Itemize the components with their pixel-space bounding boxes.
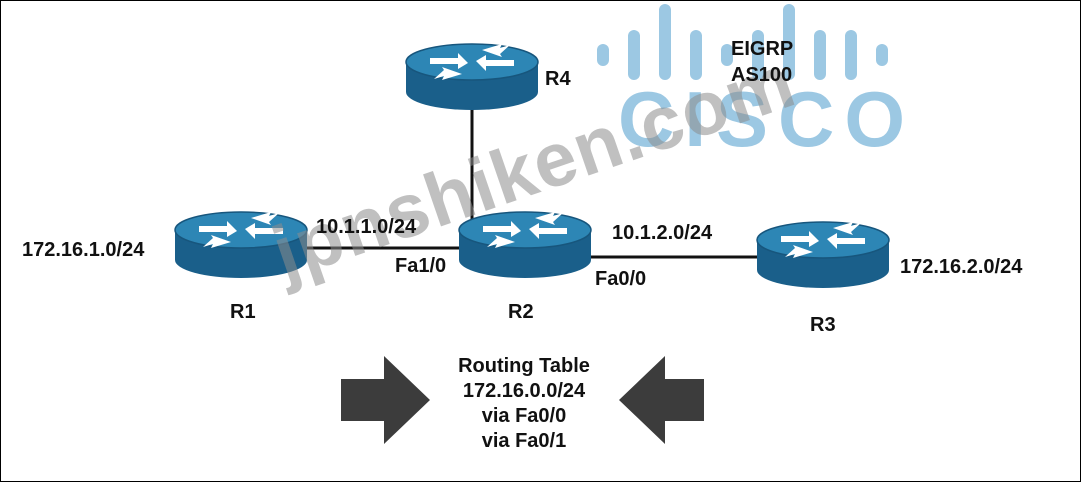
routing-table-title: Routing Table <box>458 355 590 377</box>
router-r3-label: R3 <box>810 314 836 336</box>
cisco-logo-word: CISCO <box>618 75 916 163</box>
lan-r1-label: 172.16.1.0/24 <box>22 239 145 261</box>
as-label: AS100 <box>731 64 793 86</box>
routing-table-via-1: via Fa0/0 <box>481 405 567 427</box>
links <box>306 100 770 259</box>
router-r4-icon[interactable] <box>405 43 539 111</box>
eigrp-label: EIGRP <box>731 38 794 60</box>
interface-fa0-0-label: Fa0/0 <box>595 268 647 290</box>
router-r3-icon[interactable] <box>756 221 890 289</box>
router-r1-label: R1 <box>230 301 256 323</box>
routing-table-via-2: via Fa0/1 <box>481 430 567 452</box>
net-r2-r3-label: 10.1.2.0/24 <box>612 222 713 244</box>
cisco-logo-bars <box>597 4 888 80</box>
router-r2-label: R2 <box>508 301 534 323</box>
net-r1-r2-label: 10.1.1.0/24 <box>316 216 417 238</box>
router-r4-label: R4 <box>545 68 571 90</box>
routing-table-route: 172.16.0.0/24 <box>462 380 586 402</box>
interface-fa1-0-label: Fa1/0 <box>395 255 447 277</box>
arrow-left-icon <box>619 356 704 444</box>
routing-table: Routing Table 172.16.0.0/24 via Fa0/0 vi… <box>406 354 642 454</box>
lan-r3-label: 172.16.2.0/24 <box>900 256 1023 278</box>
arrow-right-icon <box>341 356 430 444</box>
